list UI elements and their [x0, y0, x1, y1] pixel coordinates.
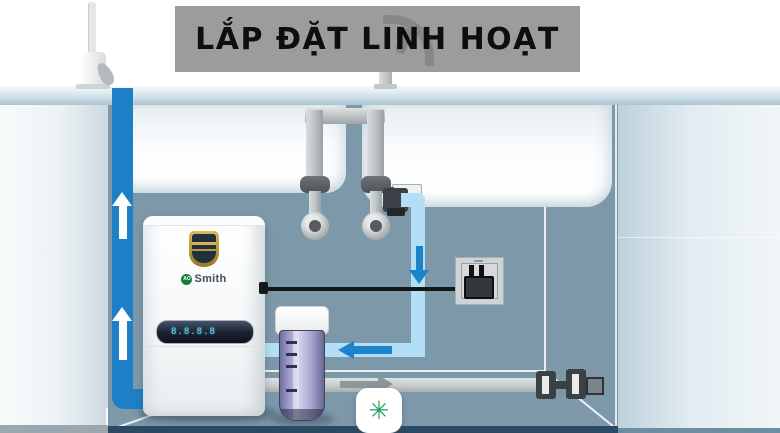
drain-lower-right [370, 191, 382, 217]
cabinet-floor-line [256, 370, 546, 372]
filter-tick [286, 389, 297, 392]
kitchen-faucet-base [374, 84, 397, 89]
drain-pipe-top [305, 108, 385, 124]
flow-arrow-down-shaft [416, 246, 423, 272]
kitchen-faucet-icon [383, 15, 434, 66]
waste-pipe [258, 378, 542, 392]
flow-arrow-up-shaft-2 [119, 320, 127, 360]
cabinet-edge-line [615, 105, 617, 433]
flow-arrow-left-icon [338, 341, 354, 359]
drain-lower-left [309, 191, 321, 217]
filter-highlight [293, 331, 299, 420]
quality-badge-band-2 [192, 249, 216, 251]
filter-tick [286, 353, 297, 356]
ro-faucet-plate [76, 84, 110, 89]
filter-cartridge [279, 330, 325, 421]
filter-bottom-cap [280, 409, 324, 420]
plug-prong-left [469, 265, 474, 278]
brand-name: Smith [194, 273, 227, 285]
virus-badge: ✳ [356, 388, 402, 433]
quality-badge-inner [192, 234, 216, 263]
left-side-panel [0, 105, 108, 433]
flow-arrow-up-icon-2 [112, 307, 132, 321]
title-banner: LẮP ĐẶT LINH HOẠT [175, 6, 580, 72]
display-panel: 8.8.8.8 [156, 320, 254, 344]
virus-icon: ✳ [368, 396, 390, 425]
power-outlet-mark [474, 260, 483, 262]
power-cable [262, 287, 466, 291]
filter-tick [286, 341, 297, 344]
pipe-fitting-stub [586, 377, 604, 395]
display-text: 8.8.8.8 [171, 327, 216, 337]
pipe-fitting-bar [556, 381, 568, 389]
filter-tick [286, 365, 297, 368]
water-purifier-unit: AO Smith 8.8.8.8 [143, 216, 265, 416]
purifier-top-face [143, 216, 265, 226]
flow-arrow-up-icon [112, 192, 132, 206]
flow-arrow-right-shaft [340, 381, 378, 388]
drain-fitting-hole-right [370, 220, 382, 232]
brand-mark-icon: AO [181, 273, 193, 285]
plug-prong-right [479, 265, 484, 278]
flow-arrow-left-shaft [354, 346, 392, 354]
floor-strip-right [618, 428, 780, 433]
title-text: LẮP ĐẶT LINH HOẠT [195, 21, 560, 57]
drain-fitting-hole-left [309, 220, 321, 232]
drain-nut-left [300, 176, 330, 193]
flow-arrow-up-shaft [119, 205, 127, 239]
right-side-panel [618, 105, 780, 433]
brand-logo: AO Smith [143, 272, 265, 286]
cabinet-corner-line-left [106, 408, 108, 433]
ro-faucet-spout [88, 2, 96, 56]
drain-pipe-right [367, 110, 384, 182]
cabinet-corner-line-right [544, 105, 546, 372]
power-plug-icon [464, 276, 494, 299]
quality-badge-band [192, 242, 216, 245]
valve-lower [387, 208, 405, 216]
pipe-fitting-slot-right [572, 374, 579, 394]
flow-arrow-down-icon [409, 270, 429, 284]
drain-pipe-left [306, 110, 323, 182]
purifier-body-seam [143, 346, 265, 347]
floor-strip-left [0, 425, 108, 433]
pipe-fitting-slot-left [542, 376, 549, 394]
right-panel-seam [618, 237, 780, 238]
inlet-pipe-vertical [112, 88, 133, 401]
cable-connector [259, 282, 268, 294]
